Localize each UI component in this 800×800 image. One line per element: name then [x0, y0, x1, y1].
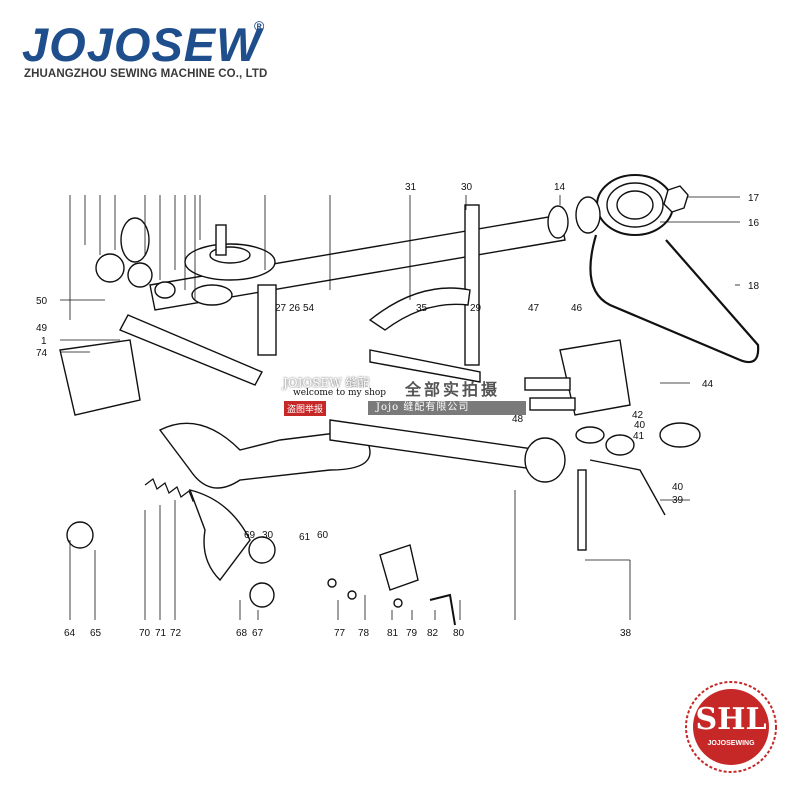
callout-68: 68 — [236, 628, 248, 639]
callout-60: 60 — [317, 530, 329, 541]
callout-72: 72 — [170, 628, 182, 639]
watermark-shop-top: JOJOSEW 缝配 — [283, 376, 370, 390]
seal-icon — [685, 681, 777, 773]
shl-seal-logo: SHL JOJOSEWING — [684, 680, 778, 774]
callout-46: 46 — [571, 303, 583, 314]
callout-16: 16 — [748, 218, 760, 229]
plate-78 — [379, 544, 419, 591]
callout-77: 77 — [334, 628, 346, 639]
callout-41: 41 — [633, 431, 645, 442]
callout-31: 31 — [405, 182, 417, 193]
knob-68 — [249, 582, 275, 608]
knob-64 — [66, 521, 94, 549]
callout-40a: 40 — [634, 420, 646, 431]
callout-82: 82 — [427, 628, 439, 639]
drive-belt — [589, 234, 760, 364]
callout-50: 50 — [36, 296, 48, 307]
callout-47: 47 — [528, 303, 540, 314]
seal-letters: SHL — [695, 702, 767, 737]
watermark-welcome: welcome to my shop — [291, 388, 389, 398]
callout-26: 26 — [289, 303, 301, 314]
right-housing — [559, 339, 631, 416]
bracket-block — [59, 339, 141, 416]
callout-44: 44 — [702, 379, 714, 390]
watermark-red-badge: 盗图举报 — [284, 401, 327, 416]
callout-69: 69 — [244, 530, 256, 541]
seal-subtitle: JOJOSEWING — [707, 740, 755, 747]
callout-39: 39 — [672, 495, 684, 506]
callout-35: 35 — [416, 303, 428, 314]
callout-14: 14 — [554, 182, 566, 193]
crank-arm — [188, 488, 251, 582]
callout-18: 18 — [748, 281, 760, 292]
callout-48: 48 — [512, 414, 524, 425]
callout-54: 54 — [303, 303, 315, 314]
callout-64: 64 — [64, 628, 76, 639]
callout-17: 17 — [748, 193, 760, 204]
callout-74: 74 — [36, 348, 48, 359]
watermark-cn-right: 全部实拍摄 — [405, 380, 501, 399]
callout-27: 27 — [275, 303, 287, 314]
callout-81: 81 — [387, 628, 399, 639]
callout-42: 42 — [632, 410, 644, 421]
callout-61: 61 — [299, 532, 311, 543]
callout-30a: 30 — [461, 182, 473, 193]
registered-mark: ® — [254, 18, 265, 34]
callout-78: 78 — [358, 628, 370, 639]
callout-29: 29 — [470, 303, 482, 314]
central-bracket — [158, 422, 371, 489]
callout-67: 67 — [252, 628, 264, 639]
main-shaft — [149, 214, 566, 311]
brand-name: JOJOSEW — [22, 18, 262, 71]
curved-lever — [368, 287, 471, 331]
hex-key — [429, 593, 456, 626]
callout-71: 71 — [155, 628, 167, 639]
callout-79: 79 — [406, 628, 418, 639]
knob-67 — [248, 536, 276, 564]
brand-logo: JOJOSEW ® ZHUANGZHOU SEWING MACHINE CO.,… — [22, 18, 352, 88]
callout-1: 1 — [41, 336, 47, 347]
pulley-nut — [663, 185, 689, 213]
callout-38: 38 — [620, 628, 632, 639]
spring — [144, 478, 202, 502]
connecting-rod — [119, 314, 263, 386]
callout-49: 49 — [36, 323, 48, 334]
callout-65: 65 — [90, 628, 102, 639]
callout-70: 70 — [139, 628, 151, 639]
brand-subtitle: ZHUANGZHOU SEWING MACHINE CO., LTD — [24, 68, 268, 80]
pulley — [596, 174, 674, 236]
callout-40b: 40 — [672, 482, 684, 493]
callout-30b: 30 — [262, 530, 274, 541]
callout-80: 80 — [453, 628, 465, 639]
watermark-company: Jojo 缝配有限公司 — [368, 401, 526, 415]
